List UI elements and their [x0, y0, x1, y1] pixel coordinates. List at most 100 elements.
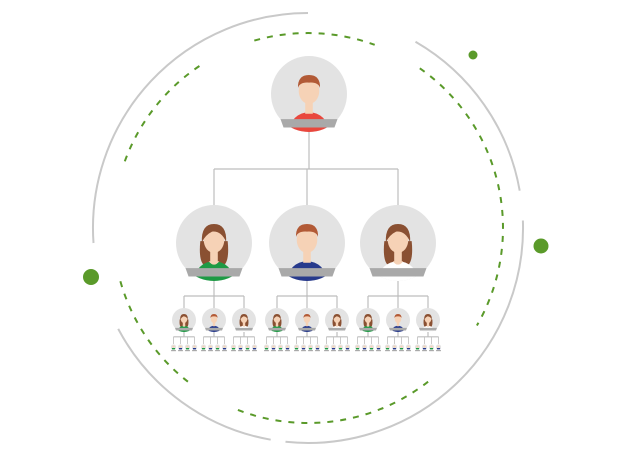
- team-member-avatar: [356, 308, 380, 332]
- name-plaque: [235, 327, 253, 331]
- neckline: [392, 261, 404, 265]
- mini-shirt: [338, 348, 343, 350]
- mini-face: [325, 345, 328, 348]
- mini-face: [302, 345, 305, 348]
- mini-plaque: [294, 350, 299, 352]
- dashed-arc: [419, 67, 504, 326]
- team-member-avatar: [265, 308, 289, 332]
- accent-dot: [468, 50, 478, 60]
- face: [303, 314, 311, 324]
- mini-plaque: [231, 350, 236, 352]
- mini-plaque: [399, 350, 404, 352]
- ring-arc: [414, 40, 521, 191]
- mini-face: [386, 345, 389, 348]
- mini-shirt: [201, 348, 206, 350]
- mini-shirt: [331, 348, 336, 350]
- ring-arc: [285, 220, 524, 444]
- mini-shirt: [385, 348, 390, 350]
- dashed-arc: [254, 32, 376, 46]
- neckline: [275, 325, 279, 327]
- mini-face: [407, 345, 410, 348]
- mini-shirt: [429, 348, 434, 350]
- neck: [305, 322, 309, 327]
- mini-plaque: [376, 350, 381, 352]
- mini-face: [279, 345, 282, 348]
- mini-plaque: [171, 350, 176, 352]
- face: [298, 78, 320, 104]
- neck: [305, 101, 313, 114]
- mini-shirt: [252, 348, 257, 350]
- neck: [303, 250, 311, 263]
- mini-face: [430, 345, 433, 348]
- mini-plaque: [301, 350, 306, 352]
- mini-shirt: [171, 348, 176, 350]
- mini-plaque: [178, 350, 183, 352]
- mini-shirt: [238, 348, 243, 350]
- mini-face: [437, 345, 440, 348]
- mini-plaque: [345, 350, 350, 352]
- hair-top: [201, 224, 227, 243]
- name-plaque: [175, 327, 193, 331]
- mini-plaque: [406, 350, 411, 352]
- neck: [212, 322, 216, 327]
- mini-face: [363, 345, 366, 348]
- mini-face: [246, 345, 249, 348]
- neckline: [182, 325, 186, 327]
- mini-plaque: [385, 350, 390, 352]
- accent-dot: [533, 238, 549, 254]
- mini-shirt: [324, 348, 329, 350]
- face: [296, 227, 318, 253]
- neck: [426, 322, 430, 327]
- name-plaque: [280, 119, 338, 128]
- neckline: [366, 325, 370, 327]
- mini-face: [193, 345, 196, 348]
- mini-plaque: [222, 350, 227, 352]
- name-plaque: [278, 268, 336, 277]
- name-plaque: [298, 327, 316, 331]
- mini-shirt: [399, 348, 404, 350]
- mini-plaque: [355, 350, 360, 352]
- mini-plaque: [436, 350, 441, 352]
- neck: [335, 322, 339, 327]
- mini-face: [377, 345, 380, 348]
- mini-plaque: [252, 350, 257, 352]
- mini-shirt: [308, 348, 313, 350]
- mini-plaque: [278, 350, 283, 352]
- hair-top: [424, 314, 432, 320]
- mini-shirt: [271, 348, 276, 350]
- mini-face: [272, 345, 275, 348]
- mini-face: [209, 345, 212, 348]
- hair-top: [303, 314, 311, 319]
- mini-face: [400, 345, 403, 348]
- fourth-level-team: [200, 336, 228, 352]
- mini-face: [316, 345, 319, 348]
- mini-shirt: [436, 348, 441, 350]
- neckline: [208, 261, 220, 265]
- mini-plaque: [415, 350, 420, 352]
- mini-plaque: [271, 350, 276, 352]
- team-member-avatar: [325, 308, 349, 332]
- mini-face: [356, 345, 359, 348]
- mini-plaque: [201, 350, 206, 352]
- mini-plaque: [362, 350, 367, 352]
- mini-face: [286, 345, 289, 348]
- team-member-avatar: [172, 308, 196, 332]
- manager-avatar: [269, 205, 345, 281]
- mini-face: [265, 345, 268, 348]
- neck: [182, 322, 186, 327]
- mini-shirt: [178, 348, 183, 350]
- mini-shirt: [185, 348, 190, 350]
- mini-face: [216, 345, 219, 348]
- mini-plaque: [245, 350, 250, 352]
- dashed-arc: [123, 61, 206, 162]
- accent-dot: [83, 269, 99, 285]
- mini-plaque: [338, 350, 343, 352]
- mini-shirt: [392, 348, 397, 350]
- mini-shirt: [315, 348, 320, 350]
- manager-avatar: [176, 205, 252, 281]
- team-member-avatar: [416, 308, 440, 332]
- mini-shirt: [294, 348, 299, 350]
- mini-plaque: [369, 350, 374, 352]
- neckline: [335, 325, 339, 327]
